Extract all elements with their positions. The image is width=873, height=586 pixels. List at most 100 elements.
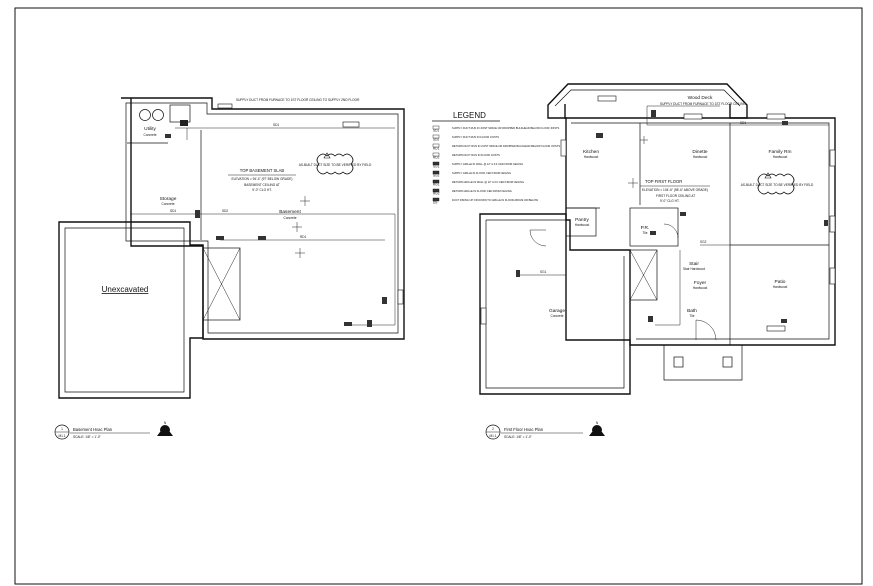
first-floor-cloud-note: AS-BUILT DUCT SIZE TO BE VERIFIED BY FIE… (741, 183, 814, 187)
revision-cloud (757, 173, 795, 195)
first-floor-elevation: ELEVATION = 104'-6" (98'-6" ABOVE GRADE) (642, 188, 708, 192)
window-icon (766, 325, 786, 332)
revision-cloud (316, 153, 354, 175)
duct-tag: SD2 (222, 209, 228, 213)
window-icon (397, 289, 404, 305)
utility-label: Utility (144, 126, 156, 132)
top-floor-note: TOP FIRST FLOOR (645, 179, 682, 184)
first-floor-plan: Wood Deck SUPPLY DUCT FROM FURNACE TO 1S… (479, 83, 836, 440)
light-fixture-icon (640, 136, 648, 144)
stair-cross (202, 247, 241, 321)
utility-finish: Concrete (144, 133, 157, 137)
return-grille-icon (650, 231, 656, 235)
svg-text:N: N (164, 421, 167, 425)
kitchen-finish: Hardwood (584, 155, 599, 159)
door-swing-icon (695, 319, 717, 341)
supply-grille-icon (195, 210, 200, 218)
pr-box (629, 207, 679, 247)
basement-cloud-note: AS-BUILT DUCT SIZE TO BE VERIFIED BY FIE… (299, 163, 372, 167)
legend-description: DUCT RISING UP OR DOWN TO GRILLE IN FLOO… (452, 198, 539, 202)
garage-inner (485, 219, 625, 389)
legend-symbol-icon (432, 134, 440, 139)
window-icon (597, 95, 617, 102)
legend-symbol-icon (432, 188, 440, 193)
stair-block (629, 249, 658, 301)
legend-symbol-icon (432, 197, 440, 202)
porch-column (722, 356, 733, 368)
door-swing-icon (663, 223, 679, 239)
light-fixture-icon (295, 248, 305, 258)
patio-finish: Hardwood (773, 285, 788, 289)
kitchen-label: Kitchen (583, 149, 599, 155)
supply-grille-icon (216, 236, 224, 240)
duct-tag: SD1 (740, 121, 746, 125)
supply-grille-icon (651, 110, 656, 117)
basement-plan: Utility Concrete Storage Concrete Baseme… (54, 97, 405, 440)
legend-description: RETURN GRILLE IN WALL @ 12" A.F.F. FED F… (452, 180, 524, 184)
pantry-box (565, 207, 597, 237)
light-fixture-icon (292, 222, 302, 232)
dinette-finish: Hardwood (693, 155, 708, 159)
family-rm-finish: Hardwood (773, 155, 788, 159)
legend-code: DS (433, 201, 437, 205)
legend-symbol-icon (432, 125, 440, 130)
storage-finish: Concrete (162, 202, 175, 206)
supply-grille-icon (648, 316, 653, 322)
legend: LEGEND SD1 SUPPLY DUCT RUN IN JOIST SPACE… (432, 111, 560, 205)
basement-title-number: 1 (61, 427, 63, 431)
stair-label: Stair (689, 261, 699, 267)
window-icon (766, 113, 786, 120)
north-arrow-icon: N (589, 421, 605, 436)
return-grille-icon (344, 322, 352, 326)
revision-triangle-icon (764, 172, 772, 179)
window-icon (829, 149, 836, 167)
basement-room-finish: Concrete (284, 216, 297, 220)
basement-inner-walls (125, 102, 399, 334)
supply-grille-icon (258, 236, 266, 240)
window-icon (829, 215, 836, 233)
legend-code: SG2 (433, 174, 440, 178)
patio-label: Patio (775, 279, 786, 285)
pantry-finish: Hardwood (575, 223, 590, 227)
legend-code: RD2 (433, 156, 440, 160)
door-swing-icon (529, 229, 547, 247)
first-floor-duct (655, 250, 681, 326)
legend-code: SD1 (433, 129, 439, 133)
water-heater-icon (152, 109, 164, 121)
sheet-border (14, 7, 863, 585)
garage-label: Garage (549, 308, 565, 314)
house-inner-walls (571, 122, 830, 340)
supply-grille-icon (782, 121, 788, 125)
supply-grille-icon (165, 134, 171, 138)
basement-plan-scale: SCALE: 1/8" = 1'-0" (73, 435, 101, 439)
pantry-label: Pantry (575, 217, 589, 223)
legend-description: SUPPLY GRILLE IN FLOOR, FED FROM CEILING (452, 171, 511, 175)
svg-text:N: N (596, 421, 599, 425)
porch-column (673, 356, 684, 368)
revision-triangle-icon (323, 152, 331, 159)
legend-symbol-icon (432, 161, 440, 166)
wood-deck-outline (547, 83, 748, 119)
bath-label: Bath (687, 308, 697, 314)
furnace-icon (139, 109, 151, 121)
basement-walls (121, 97, 405, 340)
legend-description: SUPPLY DUCT RUN IN JOIST SPACE OR DROPPE… (452, 126, 560, 130)
legend-description: RETURN DUCT RUN IN FLOOR JOISTS (452, 153, 500, 157)
duct-tag: SD1 (170, 209, 176, 213)
family-rm-label: Family Rm (769, 149, 792, 155)
legend-description: SUPPLY GRILLE IN WALL @ 12" A.F.F. FED F… (452, 162, 523, 166)
window-icon (480, 307, 487, 325)
first-floor-plan-scale: SCALE: 1/8" = 1'-0" (504, 435, 532, 439)
first-floor-title-number: 2 (492, 427, 494, 431)
legend-symbol-icon (432, 143, 440, 148)
basement-ceiling-value: 9'-0" CLG HT. (252, 188, 272, 192)
legend-code: SD2 (433, 138, 439, 142)
legend-title: LEGEND (453, 111, 486, 120)
window-icon (342, 121, 360, 128)
legend-code: RG2 (433, 192, 440, 196)
foyer-label: Foyer (694, 280, 707, 286)
first-floor-supply-note: SUPPLY DUCT FROM FURNACE TO 1ST FLOOR CE… (660, 102, 746, 106)
light-fixture-icon (628, 178, 638, 188)
unexcavated-inner (64, 227, 185, 393)
basement-elevation: ELEVATION = 94'-4" (97' BELOW GRADE) (232, 177, 293, 181)
